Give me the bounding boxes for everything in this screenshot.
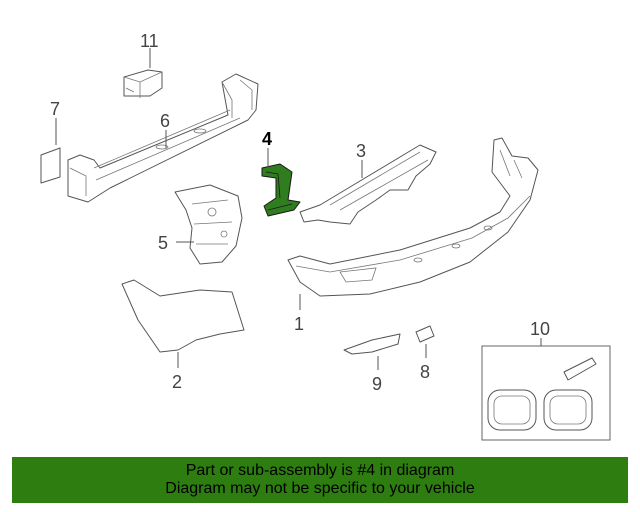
banner-line-1: Part or sub-assembly is #4 in diagram <box>185 462 455 479</box>
callout-1: 1 <box>294 314 304 334</box>
part-5-bracket <box>174 184 243 265</box>
part-10-cover-set <box>481 345 611 441</box>
banner-line-2: Diagram may not be specific to your vehi… <box>165 480 475 497</box>
part-7-plate <box>40 147 61 184</box>
part-4-bracket-highlighted <box>261 163 301 217</box>
callout-9: 9 <box>372 374 382 394</box>
callout-6: 6 <box>160 111 170 131</box>
callout-4: 4 <box>262 129 272 149</box>
callout-10: 10 <box>530 319 550 339</box>
part-9-reflector <box>343 333 401 355</box>
callout-2: 2 <box>172 372 182 392</box>
callout-7: 7 <box>50 99 60 119</box>
part-1-bumper-cover <box>287 137 539 297</box>
part-6-reinforcement <box>67 73 259 203</box>
parts-diagram: 11 6 7 4 3 5 <box>40 31 611 441</box>
info-banner: Part or sub-assembly is #4 in diagram Di… <box>12 457 628 503</box>
part-3-rail <box>299 144 437 225</box>
callout-5: 5 <box>158 233 168 253</box>
callout-11: 11 <box>140 31 159 51</box>
part-2-panel <box>121 279 245 353</box>
part-11-bracket <box>123 69 163 98</box>
part-8-reflector <box>415 325 435 343</box>
callout-8: 8 <box>420 362 430 382</box>
callout-3: 3 <box>356 141 366 161</box>
